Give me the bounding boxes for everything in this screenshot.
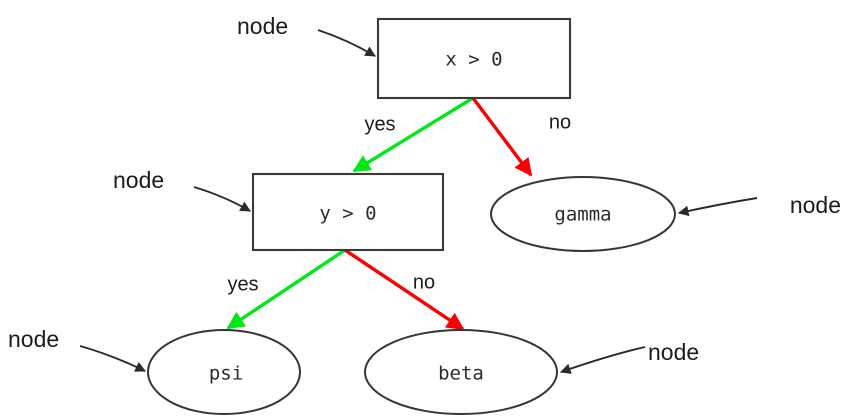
leaf-node-gamma-ellipse[interactable] (490, 176, 676, 252)
decision-node-inner-box[interactable] (251, 172, 445, 252)
leaf-node-beta-ellipse[interactable] (364, 329, 558, 415)
decision-node-root-box[interactable] (376, 17, 572, 100)
decision-node-inner[interactable]: y > 0 (251, 172, 445, 252)
leaf-node-psi-label: psi (209, 363, 243, 385)
edge-root-no-line (471, 96, 533, 177)
leaf-node-beta[interactable]: beta (364, 329, 558, 415)
decision-node-root-label: x > 0 (445, 49, 502, 71)
decision-node-inner-label: y > 0 (319, 203, 376, 225)
leaf-node-gamma-label: gamma (554, 204, 611, 226)
edge-inner-yes-line (226, 248, 346, 330)
leaf-node-psi[interactable]: psi (147, 329, 301, 415)
annotation-root-leader (317, 29, 376, 57)
annotation-label-gamma: node (790, 192, 841, 218)
edge-root-yes-line (352, 96, 474, 173)
edge-label-root-yes: yes (364, 113, 395, 135)
annotation-inner-leader (193, 186, 251, 212)
annotation-label-root: node (237, 13, 288, 39)
annotation-psi-leader (79, 345, 146, 372)
leaf-node-beta-label: beta (438, 363, 484, 385)
edge-group (226, 96, 533, 331)
annotation-gamma-leader (677, 197, 758, 217)
annotation-label-beta: node (648, 339, 699, 365)
annotation-label-inner: node (113, 167, 164, 193)
leaf-node-psi-ellipse[interactable] (147, 329, 301, 415)
edge-label-group: yes no yes no (227, 111, 571, 295)
leaf-node-gamma[interactable]: gamma (490, 176, 676, 252)
annotation-beta-leader (559, 346, 646, 374)
decision-node-root[interactable]: x > 0 (376, 17, 572, 100)
annotation-leader-group (79, 29, 758, 374)
edge-label-inner-no: no (413, 271, 435, 293)
annotation-label-psi: node (8, 326, 59, 352)
annotation-text-group: node node node node node (8, 13, 841, 365)
edge-label-inner-yes: yes (227, 273, 258, 295)
edge-label-root-no: no (549, 111, 571, 133)
edge-inner-no-line (344, 248, 465, 331)
